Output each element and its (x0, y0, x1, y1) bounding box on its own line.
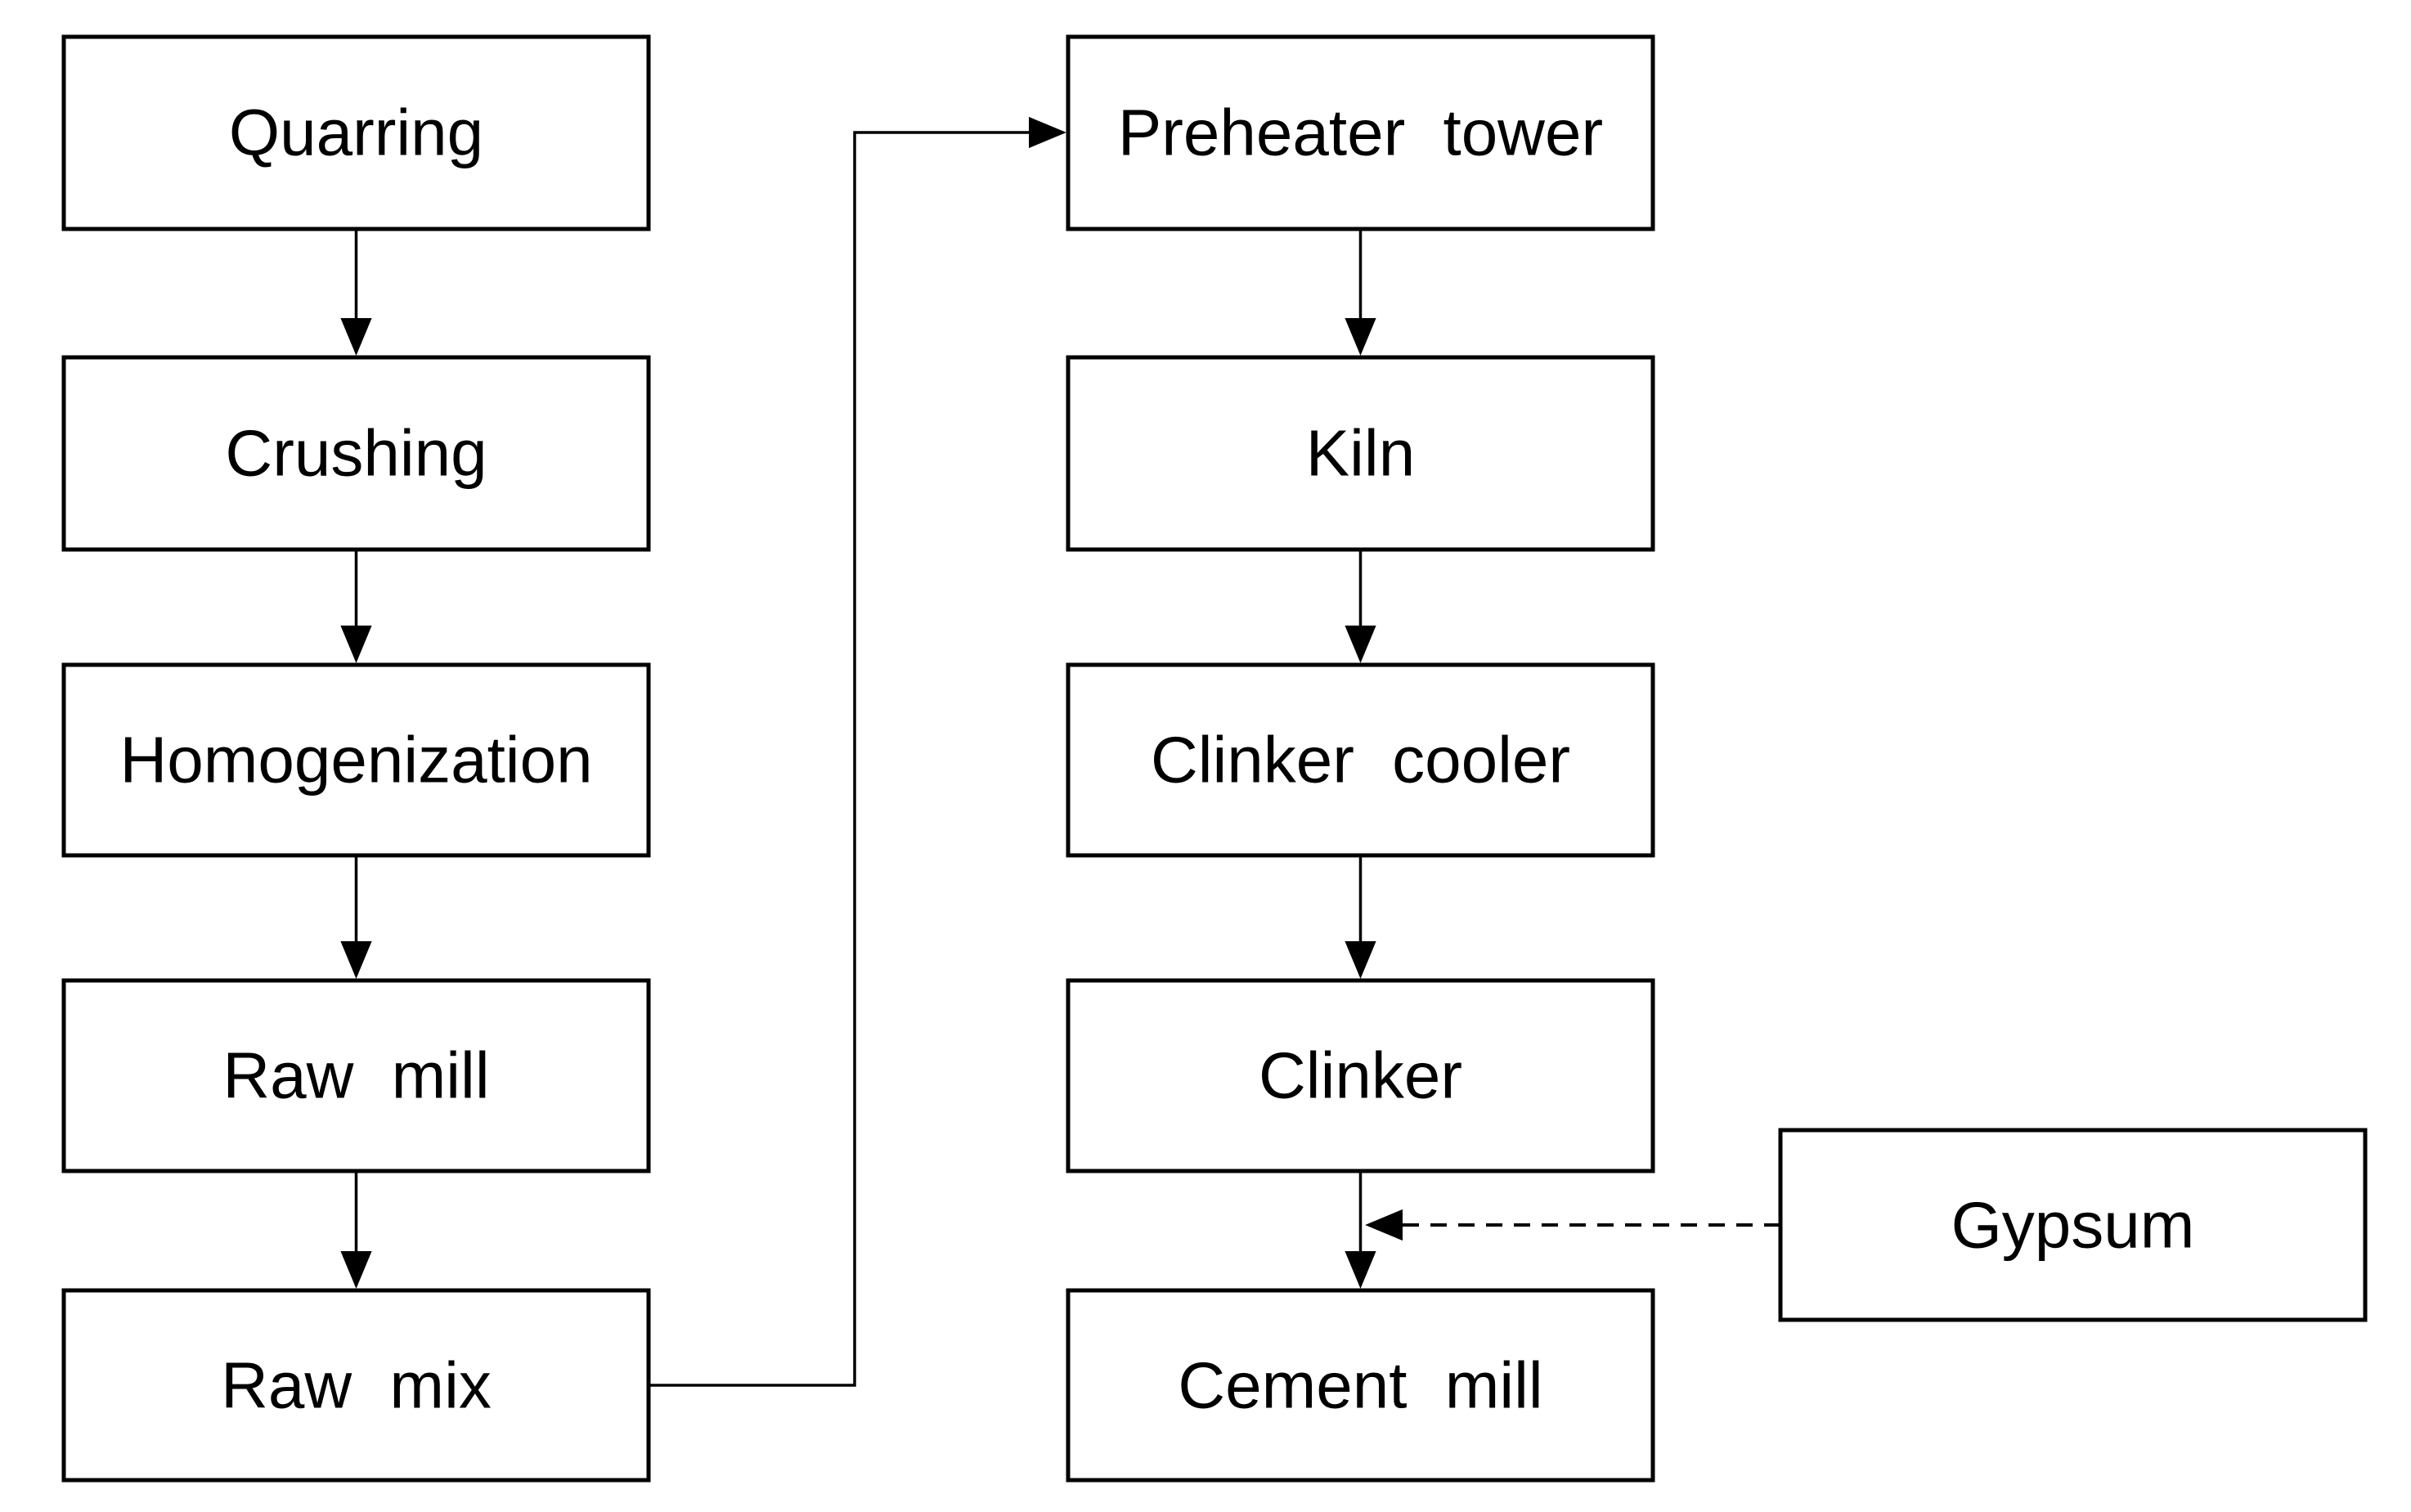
node-cement-mill-label: Cement mill (1178, 1349, 1542, 1422)
flowchart-edges (340, 116, 1780, 1387)
node-crushing: Crushing (61, 355, 651, 552)
node-preheater-tower-box (1066, 34, 1655, 231)
node-gypsum-box (1778, 1128, 2368, 1322)
node-preheater-tower-label: Preheater tower (1118, 96, 1603, 169)
node-gypsum: Gypsum (1778, 1128, 2368, 1322)
node-preheater-tower: Preheater tower (1066, 34, 1655, 231)
node-cement-mill-box (1066, 1288, 1655, 1483)
node-kiln-label: Kiln (1306, 417, 1415, 490)
node-quarring-label: Quarring (229, 96, 483, 169)
node-raw-mill: Raw mill (61, 978, 651, 1173)
node-crushing-label: Crushing (225, 417, 487, 490)
node-raw-mill-box (61, 978, 651, 1173)
node-quarring: Quarring (61, 34, 651, 231)
node-quarring-box (61, 34, 651, 231)
node-raw-mix-label: Raw mix (221, 1349, 492, 1422)
node-clinker-cooler-label: Clinker cooler (1151, 724, 1570, 796)
node-homogenization-label: Homogenization (119, 724, 592, 796)
node-kiln: Kiln (1066, 355, 1655, 552)
node-clinker-cooler-box (1066, 662, 1655, 858)
node-clinker-cooler: Clinker cooler (1066, 662, 1655, 858)
node-raw-mix: Raw mix (61, 1288, 651, 1483)
node-clinker-box (1066, 978, 1655, 1173)
node-clinker: Clinker (1066, 978, 1655, 1173)
node-raw-mill-label: Raw mill (222, 1039, 489, 1112)
node-homogenization: Homogenization (61, 662, 651, 858)
node-crushing-box (61, 355, 651, 552)
node-gypsum-label: Gypsum (1951, 1189, 2195, 1262)
node-cement-mill: Cement mill (1066, 1288, 1655, 1483)
node-kiln-box (1066, 355, 1655, 552)
node-raw-mix-box (61, 1288, 651, 1483)
edge-raw-mix-to-preheater-tower (649, 116, 1066, 1387)
node-clinker-label: Clinker (1259, 1039, 1462, 1112)
node-homogenization-box (61, 662, 651, 858)
